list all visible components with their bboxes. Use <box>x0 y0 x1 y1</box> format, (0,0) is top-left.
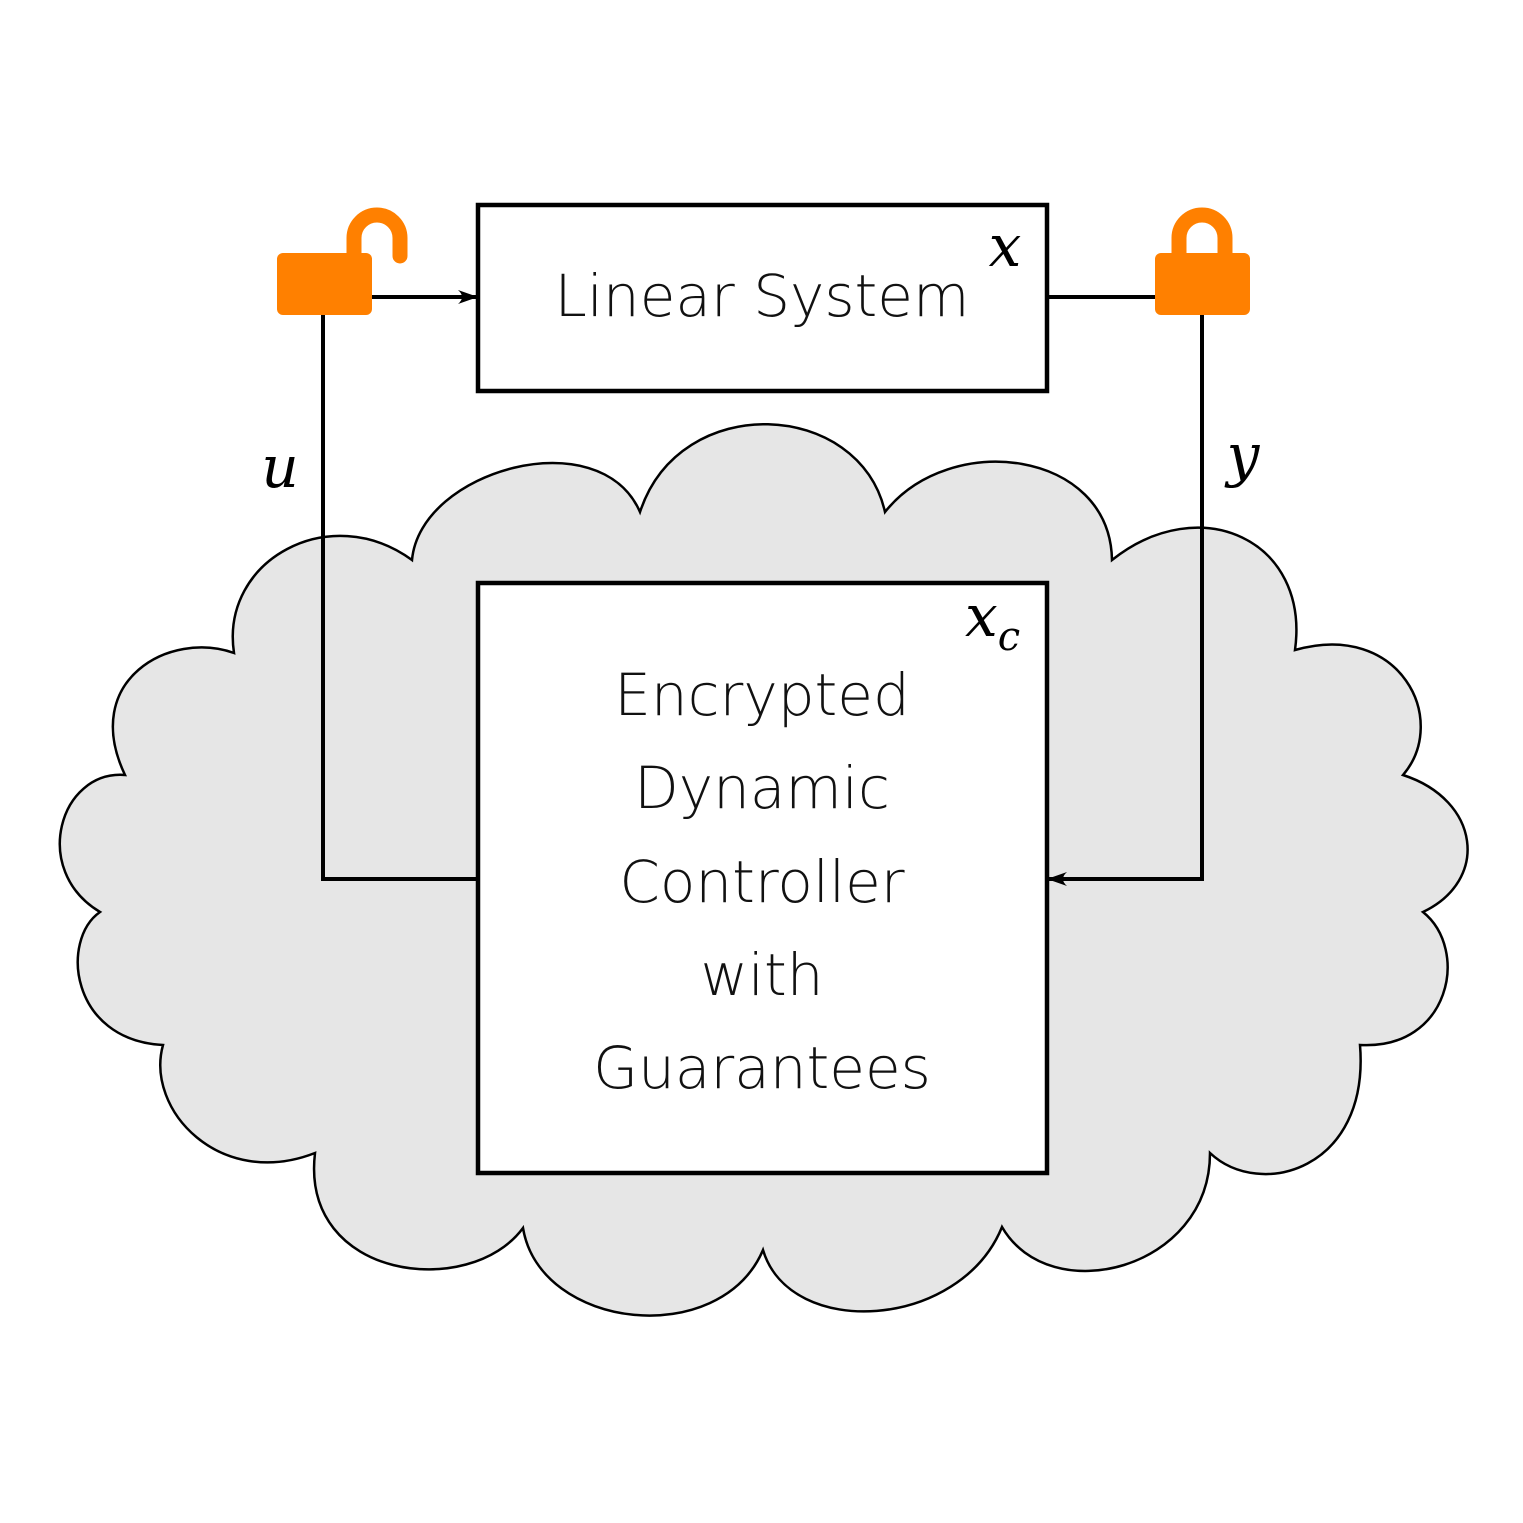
controller-line-5: Guarantees <box>593 1034 931 1102</box>
input-signal-label: u <box>261 433 298 501</box>
plant-state-label: x <box>989 212 1022 280</box>
linear-system-box <box>475 202 1050 394</box>
controller-line-2: Dynamic <box>634 754 890 822</box>
controller-state-sub: c <box>998 614 1020 660</box>
controller-line-3: Controller <box>619 848 904 916</box>
lock-open-icon <box>277 207 408 315</box>
controller-state-base: x <box>965 582 998 650</box>
controller-line-4: with <box>700 941 823 1009</box>
output-line <box>1047 295 1204 886</box>
controller-state-label: xc <box>965 582 1020 660</box>
controller-box <box>475 580 1050 1176</box>
lock-closed-icon <box>1155 207 1250 315</box>
output-signal-label: y <box>1224 421 1261 489</box>
controller-line-1: Encrypted <box>614 661 910 729</box>
linear-system-label: Linear System <box>555 262 970 330</box>
input-line <box>321 290 478 881</box>
